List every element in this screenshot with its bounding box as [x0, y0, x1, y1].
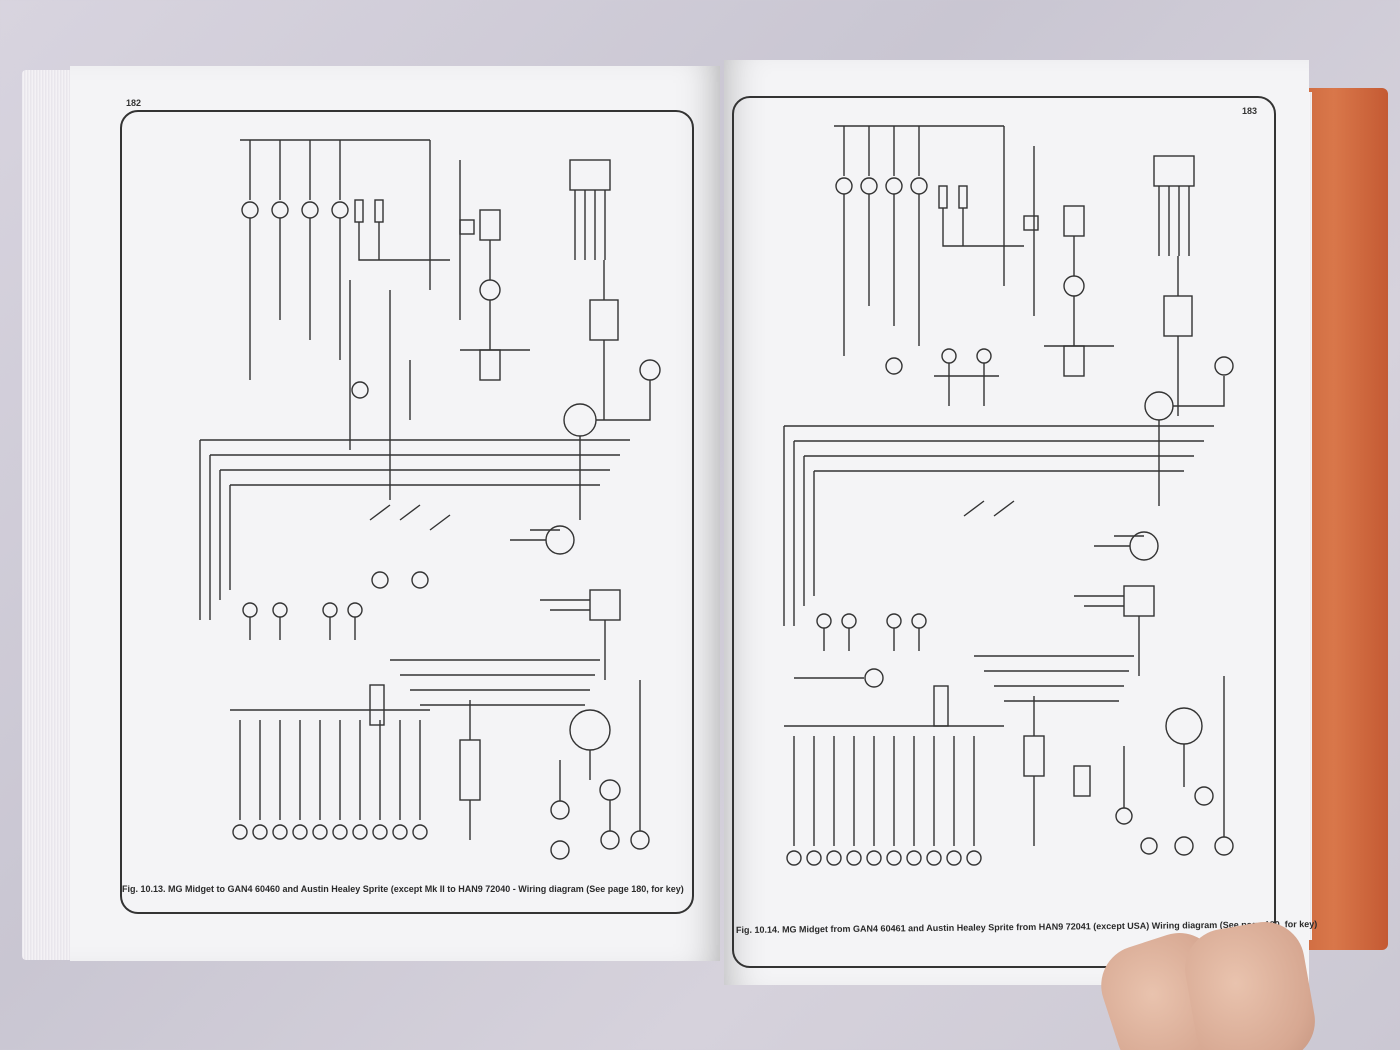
right-diagram-frame: [732, 96, 1276, 968]
right-wiring-diagram: [783, 125, 1234, 866]
right-page: 183: [724, 60, 1317, 985]
left-page: 182: [70, 66, 720, 961]
right-page-number: 183: [1242, 106, 1258, 116]
left-page-number: 182: [126, 98, 142, 108]
left-diagram-frame: [120, 110, 694, 914]
left-figure-caption: Fig. 10.13. MG Midget to GAN4 60460 and …: [122, 884, 684, 894]
left-wiring-diagram: [199, 139, 661, 860]
